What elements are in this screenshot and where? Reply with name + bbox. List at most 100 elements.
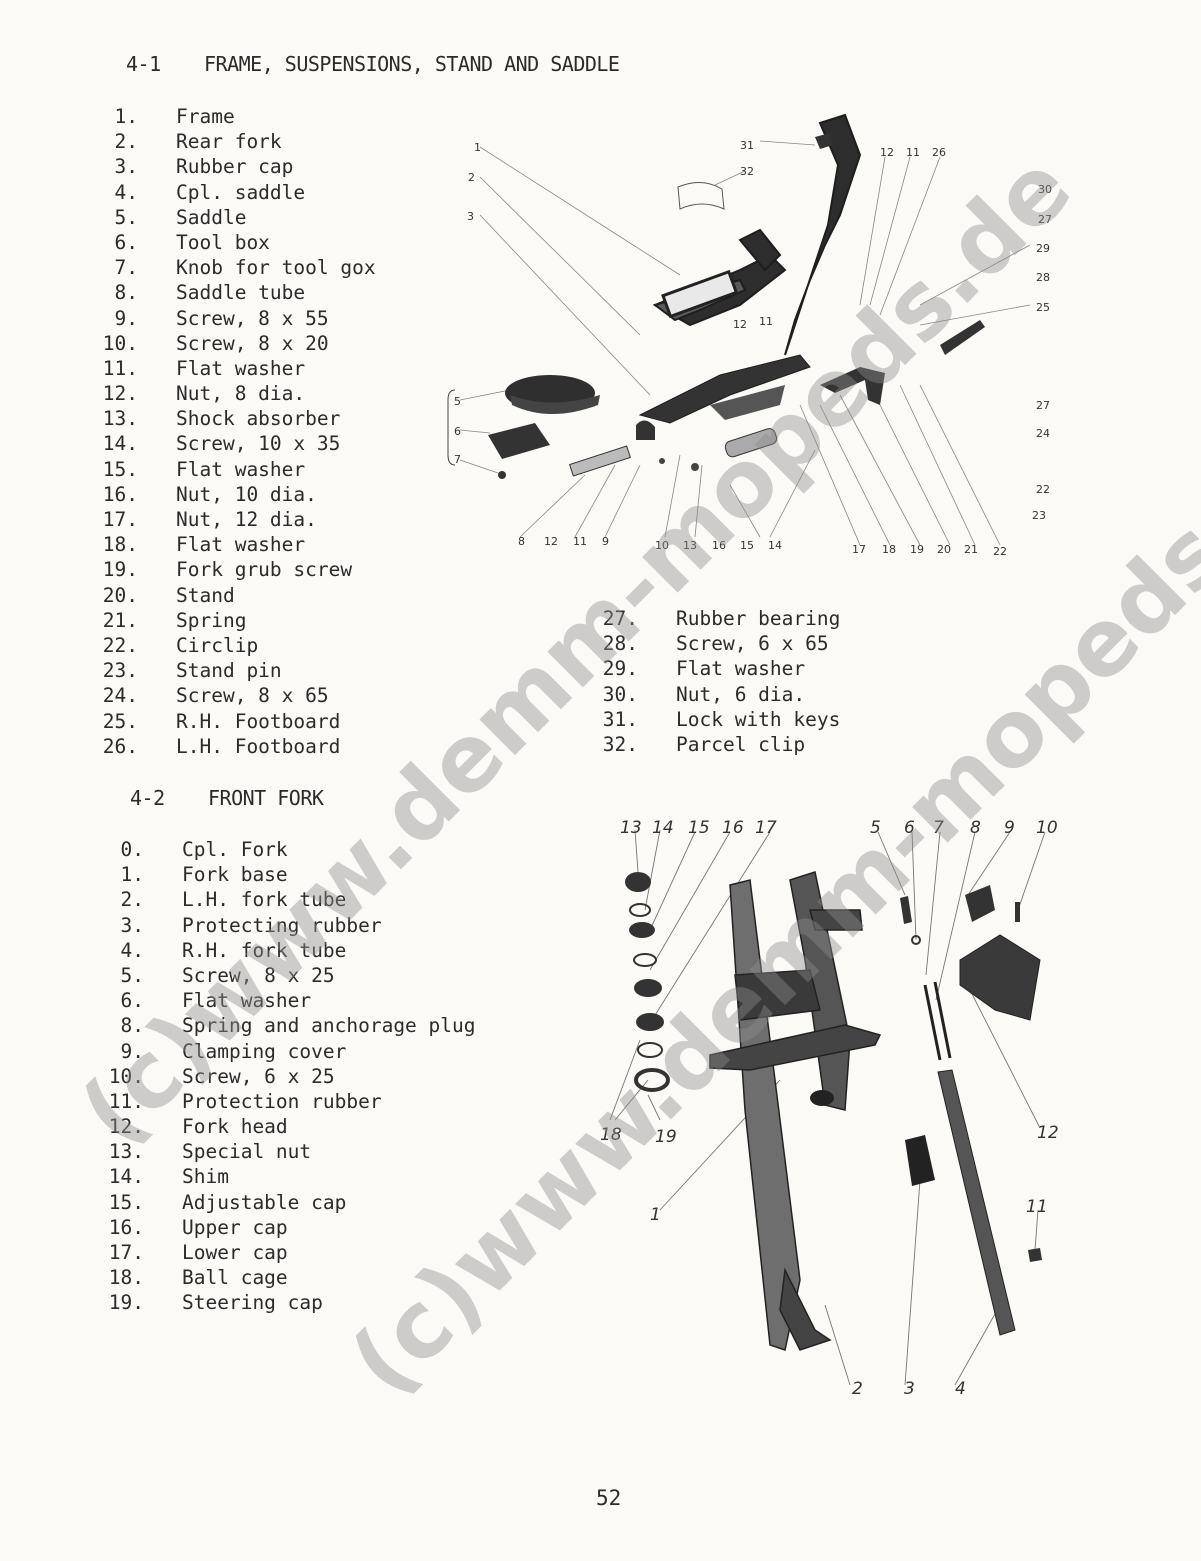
item-number: 6.: [114, 230, 138, 254]
callout-label: 26: [932, 146, 946, 159]
callout-label: 6: [454, 425, 461, 438]
item-description: Shock absorber: [176, 407, 341, 431]
item-description: Nut, 6 dia.: [676, 682, 806, 706]
item-number: 2.: [114, 130, 138, 154]
item-description: Adjustable cap: [182, 1190, 347, 1214]
callout-label: 11: [759, 315, 773, 328]
item-description: Nut, 8 dia.: [176, 382, 306, 406]
item-number: 17.: [102, 508, 138, 531]
list-item: 10.Screw, 6 x 25: [72, 1064, 476, 1089]
item-number: 13.: [102, 407, 138, 431]
item-description: Flat washer: [676, 657, 806, 681]
callout-label: 22: [993, 545, 1007, 558]
item-description: Rear fork: [176, 130, 282, 154]
item-description: Ball cage: [182, 1266, 288, 1290]
callout-label: 9: [602, 535, 609, 548]
callout-label: 28: [1036, 271, 1050, 284]
item-description: Special nut: [182, 1140, 312, 1164]
item-description: Protection rubber: [182, 1089, 382, 1113]
item-description: L.H. fork tube: [182, 888, 347, 912]
list-item: 8.Spring and anchorage plug: [72, 1013, 476, 1038]
item-description: Screw, 6 x 25: [182, 1064, 335, 1088]
callout-label: 11: [906, 146, 920, 159]
list-item: 13.Special nut: [72, 1139, 476, 1164]
callout-label: 14: [652, 818, 674, 838]
list-item: 27.Rubber bearing: [566, 606, 841, 631]
callout-label: 18: [600, 1125, 622, 1145]
list-item: 26.L.H. Footboard: [66, 734, 376, 759]
list-item: 23.Stand pin: [66, 658, 376, 683]
item-description: Stand pin: [176, 659, 282, 683]
item-number: 18.: [102, 533, 138, 557]
item-number: 17.: [108, 1241, 144, 1264]
list-item: 12.Nut, 8 dia.: [66, 381, 376, 406]
list-item: 16.Nut, 10 dia.: [66, 482, 376, 507]
list-item: 13. Shock absorber: [66, 406, 376, 431]
item-number: 7.: [114, 256, 138, 280]
item-number: 22.: [102, 633, 138, 657]
list-item: 6.Tool box: [66, 230, 376, 255]
item-number: 24.: [102, 684, 138, 708]
item-number: 4.: [114, 180, 138, 204]
callout-label: 27: [1036, 399, 1050, 412]
callout-label: 22: [1036, 483, 1050, 496]
callout-label: 11: [573, 535, 587, 548]
item-number: 4.: [120, 938, 144, 962]
item-description: Spring and anchorage plug: [182, 1014, 476, 1038]
list-item: 29. Flat washer: [566, 656, 840, 681]
item-description: Lower cap: [182, 1241, 288, 1264]
item-description: Protecting rubber: [182, 913, 382, 937]
item-number: 3.: [120, 913, 144, 937]
callout-label: 17: [755, 818, 777, 838]
list-item: 25.R.H. Footboard: [66, 709, 376, 734]
list-item: 20.Stand: [66, 583, 376, 608]
item-number: 6.: [120, 989, 144, 1013]
list-item: 15.Flat washer: [66, 457, 376, 482]
item-description: Lock with keys: [676, 707, 841, 731]
list-item: 11.Protection rubber: [72, 1089, 476, 1114]
item-description: Circlip: [176, 633, 259, 657]
item-description: Fork base: [182, 863, 288, 887]
item-description: Steering cap: [182, 1291, 323, 1315]
item-number: 15.: [108, 1190, 144, 1214]
callout-label: 16: [712, 539, 726, 552]
callout-label: 24: [1036, 427, 1050, 440]
callout-label: 19: [655, 1127, 677, 1147]
item-number: 29.: [602, 657, 638, 681]
item-number: 25.: [102, 709, 138, 733]
callout-label: 21: [964, 543, 978, 556]
callout-label: 3: [904, 1379, 915, 1399]
item-number: 15.: [102, 457, 138, 481]
list-item: 17.Nut, 12 dia.: [66, 507, 376, 532]
callout-label: 30: [1038, 183, 1052, 196]
list-item: 9.Screw, 8 x 55: [66, 306, 376, 331]
item-description: Saddle tube: [176, 281, 306, 305]
item-number: 21.: [102, 608, 138, 632]
callout-label: 4: [955, 1379, 966, 1399]
item-description: Screw, 6 x 65: [676, 632, 829, 656]
callout-label: 23: [1032, 509, 1046, 522]
item-description: Frame: [176, 105, 235, 128]
list-item: 1.Frame: [66, 104, 376, 129]
list-item: 18.Ball cage: [72, 1265, 476, 1290]
list-item: 3.Rubber cap: [66, 154, 376, 179]
list-item: 19.Steering cap: [72, 1290, 476, 1315]
item-number: 30.: [602, 682, 638, 706]
callout-label: 15: [740, 539, 754, 552]
list-item: 8. Saddle tube: [66, 280, 376, 305]
list-item: 32.Parcel clip: [566, 732, 840, 757]
callout-label: 32: [740, 165, 754, 178]
callout-label: 8: [970, 818, 981, 838]
list-item: 14.Shim: [72, 1164, 476, 1189]
item-number: 1.: [120, 863, 144, 887]
item-number: 8.: [114, 281, 138, 305]
item-description: Fork head: [182, 1115, 288, 1139]
callout-label: 29: [1036, 242, 1050, 255]
item-number: 12.: [108, 1115, 144, 1139]
item-description: L.H. Footboard: [176, 734, 341, 758]
